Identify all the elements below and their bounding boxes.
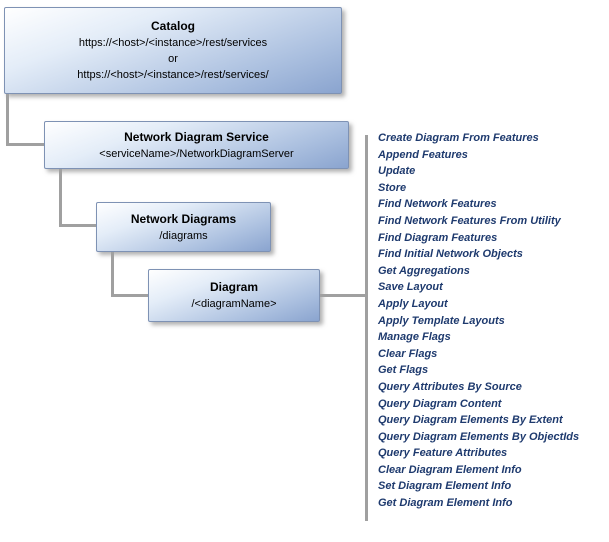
catalog-title: Catalog	[150, 19, 195, 33]
operation-link[interactable]: Query Feature Attributes	[378, 447, 508, 460]
diagrams-title: Network Diagrams	[130, 211, 237, 226]
operation-link[interactable]: Append Features	[378, 148, 468, 161]
operation-link[interactable]: Query Diagram Elements By ObjectIds	[378, 430, 580, 443]
operation-link[interactable]: Clear Flags	[378, 347, 438, 360]
connector-operations-vertical	[365, 135, 368, 521]
operation-link[interactable]: Get Flags	[378, 364, 429, 377]
service-path: <serviceName>/NetworkDiagramServer	[99, 147, 294, 160]
connector-diagrams-vertical	[111, 252, 114, 297]
connector-diagram-horizontal	[111, 294, 148, 297]
connector-service-vertical	[59, 169, 62, 226]
operation-link[interactable]: Set Diagram Element Info	[378, 480, 512, 493]
operation-link[interactable]: Find Network Features	[378, 198, 497, 211]
catalog-url-alternate: https://<host>/<instance>/rest/services/	[77, 69, 269, 81]
connector-service-horizontal	[6, 143, 44, 146]
operation-link[interactable]: Get Aggregations	[378, 264, 470, 277]
operation-link[interactable]: Save Layout	[378, 281, 443, 294]
operation-link[interactable]: Query Diagram Content	[378, 397, 502, 410]
operation-link[interactable]: Apply Template Layouts	[378, 314, 505, 327]
operation-link[interactable]: Apply Layout	[378, 297, 448, 310]
operation-link[interactable]: Manage Flags	[378, 331, 451, 344]
diagram-title: Diagram	[209, 280, 259, 294]
operation-link[interactable]: Update	[378, 165, 416, 178]
diagrams-path: /diagrams	[159, 229, 208, 242]
connector-catalog-vertical	[6, 94, 9, 145]
operation-link[interactable]: Query Diagram Elements By Extent	[378, 414, 563, 427]
operation-link[interactable]: Query Attributes By Source	[378, 380, 522, 393]
catalog-box: Catalog https://<host>/<instance>/rest/s…	[4, 7, 342, 94]
operation-link[interactable]: Store	[378, 181, 407, 194]
catalog-or-label: or	[168, 53, 178, 65]
catalog-url-primary: https://<host>/<instance>/rest/services	[78, 37, 268, 49]
network-diagrams-box: Network Diagrams /diagrams	[96, 202, 271, 252]
operation-link[interactable]: Create Diagram From Features	[378, 132, 539, 144]
connector-diagrams-horizontal	[59, 224, 96, 227]
connector-diagram-to-operations	[320, 294, 367, 297]
operation-link[interactable]: Find Initial Network Objects	[378, 248, 523, 261]
operation-link[interactable]: Find Diagram Features	[378, 231, 498, 244]
operation-link[interactable]: Find Network Features From Utility	[378, 214, 561, 227]
operation-link[interactable]: Get Diagram Element Info	[378, 497, 513, 510]
network-diagram-service-box: Network Diagram Service <serviceName>/Ne…	[44, 121, 349, 169]
diagram-box: Diagram /<diagramName>	[148, 269, 320, 322]
service-title: Network Diagram Service	[124, 129, 269, 144]
diagram-path: /<diagramName>	[191, 298, 277, 310]
operation-link[interactable]: Clear Diagram Element Info	[378, 463, 522, 476]
